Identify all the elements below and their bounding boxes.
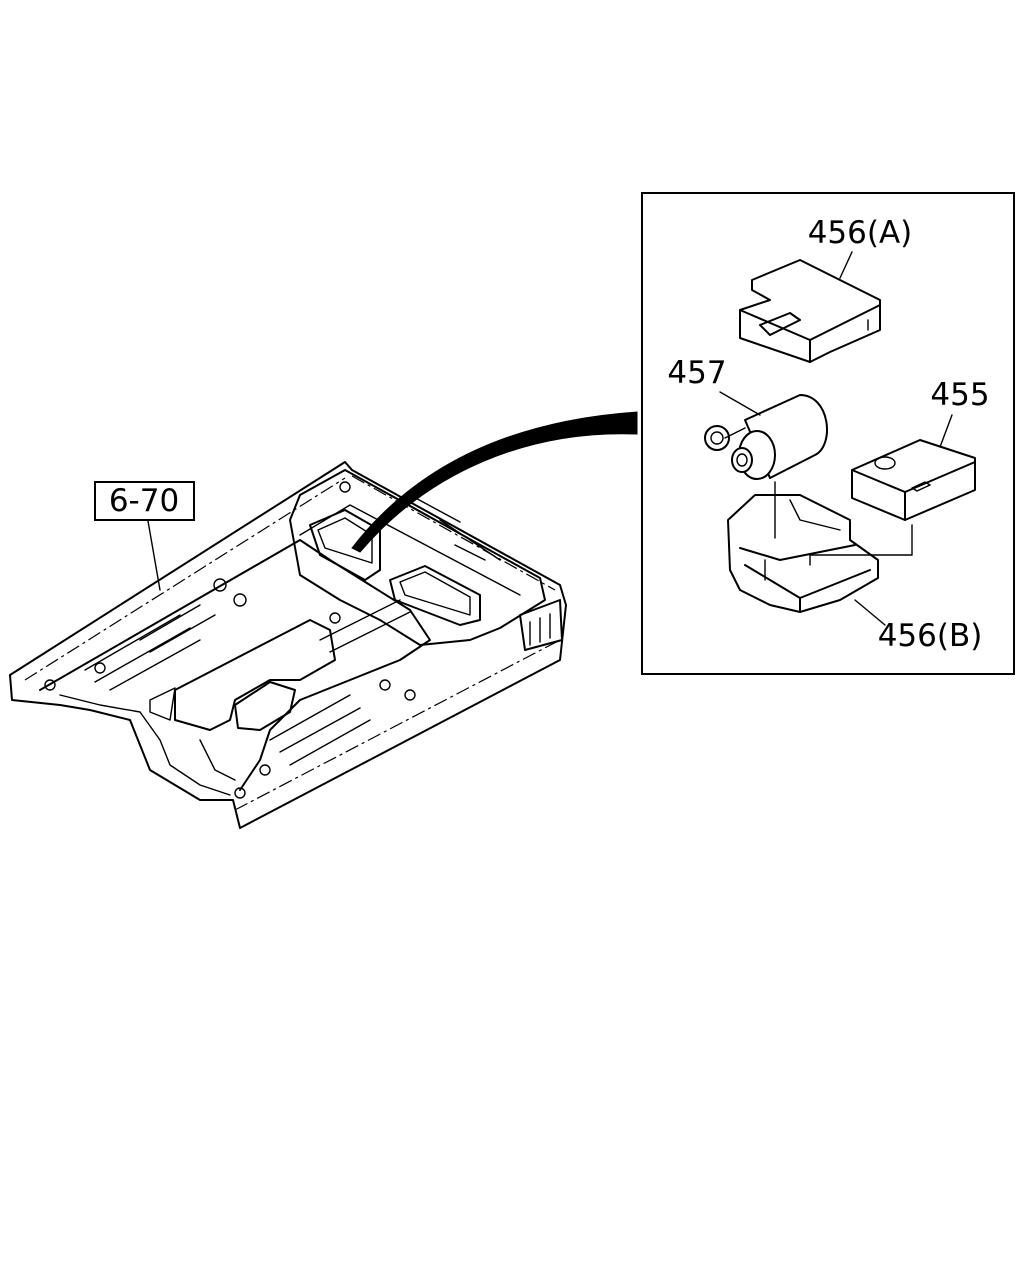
block-leader [939,414,953,448]
filter-leader [719,391,761,416]
block-guide-line [809,524,913,566]
floor-ref-label: 6-70 [109,483,179,519]
cover-upper-part [739,259,881,363]
floor-ref-box [94,481,195,521]
floor-ref-leader [147,520,161,591]
floor-panel-drawing [9,461,567,829]
detail-frame [641,192,1015,675]
tray-lower-part [727,494,879,613]
block-label: 455 [930,377,989,413]
filter-part [704,394,828,480]
tray-lower-label: 456(B) [878,618,983,654]
tray-lower-leader [854,599,886,626]
cover-upper-leader [839,251,853,279]
cover-upper-label: 456(A) [808,215,913,251]
filter-label: 457 [667,355,726,391]
connector-band [351,411,638,553]
block-part [851,439,976,521]
